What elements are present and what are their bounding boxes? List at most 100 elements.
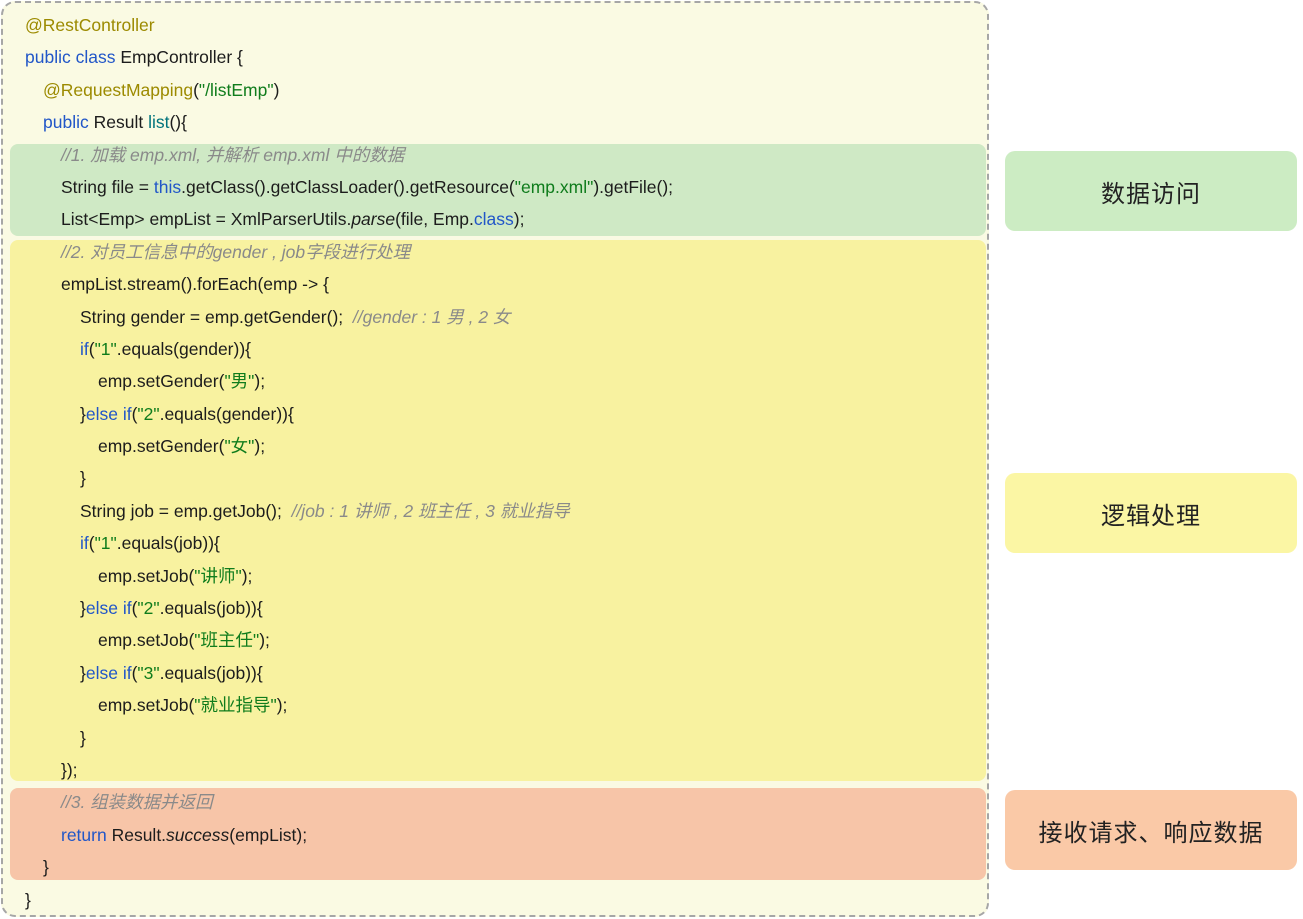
code-line: empList.stream().forEach(emp -> { bbox=[3, 268, 988, 300]
highlight-band-logic bbox=[10, 240, 986, 781]
code-token: "1" bbox=[94, 338, 117, 359]
code-token: else if bbox=[85, 598, 132, 619]
highlight-band-data-access bbox=[10, 144, 986, 236]
layer-label-logic-text: 逻辑处理 bbox=[1101, 502, 1201, 530]
code-token: String job = emp.getJob(); bbox=[80, 500, 292, 521]
code-token: String gender = emp.getGender(); bbox=[80, 306, 353, 327]
code-line: }); bbox=[3, 754, 988, 786]
code-lines: @RestController public class EmpControlle… bbox=[3, 9, 988, 916]
code-token: "2" bbox=[137, 403, 160, 424]
code-token: Result. bbox=[111, 824, 167, 845]
code-token: } bbox=[43, 857, 49, 878]
code-token: .equals(job)){ bbox=[159, 662, 263, 683]
code-line: public class EmpController { bbox=[3, 41, 988, 73]
code-line: }else if("3".equals(job)){ bbox=[3, 657, 988, 689]
code-token: "讲师" bbox=[194, 565, 242, 586]
code-token: "emp.xml" bbox=[514, 176, 594, 197]
code-token: return bbox=[61, 824, 112, 845]
code-token: //2. 对员工信息中的gender , job字段进行处理 bbox=[61, 241, 411, 262]
code-token: empList.stream().forEach(emp -> { bbox=[61, 274, 329, 295]
code-line: }else if("2".equals(gender)){ bbox=[3, 398, 988, 430]
code-line: @RestController bbox=[3, 9, 988, 41]
code-line: //3. 组装数据并返回 bbox=[3, 786, 988, 818]
code-token: public bbox=[43, 112, 94, 133]
code-line: String job = emp.getJob(); //job : 1 讲师 … bbox=[3, 495, 988, 527]
code-line: if("1".equals(job)){ bbox=[3, 527, 988, 559]
code-token: List<Emp> empList = XmlParserUtils. bbox=[61, 209, 352, 230]
code-token: @RequestMapping bbox=[43, 79, 194, 100]
code-token: (file, Emp. bbox=[395, 209, 474, 230]
code-line: } bbox=[3, 884, 988, 916]
code-token: } bbox=[80, 598, 86, 619]
code-token: .equals(job)){ bbox=[116, 533, 220, 554]
code-line: } bbox=[3, 722, 988, 754]
code-line: } bbox=[3, 462, 988, 494]
code-token: ); bbox=[254, 371, 266, 392]
code-line: emp.setJob("班主任"); bbox=[3, 624, 988, 656]
code-token: emp.setGender( bbox=[98, 371, 225, 392]
code-token: (){ bbox=[169, 112, 187, 133]
code-token: //gender : 1 男 , 2 女 bbox=[352, 306, 511, 327]
highlight-band-request-response bbox=[10, 788, 986, 880]
code-token: class bbox=[473, 209, 514, 230]
code-token: ); bbox=[241, 565, 253, 586]
code-token: //1. 加载 emp.xml, 并解析 emp.xml 中的数据 bbox=[61, 144, 405, 165]
code-line: emp.setJob("讲师"); bbox=[3, 560, 988, 592]
code-token: ); bbox=[259, 630, 270, 651]
code-token: emp.setJob( bbox=[98, 695, 195, 716]
code-token: Result bbox=[93, 112, 149, 133]
code-token: emp.setGender( bbox=[98, 436, 225, 457]
code-token: ( bbox=[131, 403, 138, 424]
code-token: ( bbox=[88, 338, 95, 359]
code-token: //job : 1 讲师 , 2 班主任 , 3 就业指导 bbox=[291, 500, 570, 521]
code-token: ) bbox=[273, 79, 280, 100]
layer-label-data-access-text: 数据访问 bbox=[1101, 180, 1201, 208]
code-line: if("1".equals(gender)){ bbox=[3, 333, 988, 365]
code-token: if bbox=[80, 533, 89, 554]
code-token: }); bbox=[61, 759, 78, 780]
code-token: ( bbox=[131, 598, 138, 619]
code-line: @RequestMapping("/listEmp") bbox=[3, 74, 988, 106]
code-token: "就业指导" bbox=[194, 695, 277, 716]
code-token: "/listEmp" bbox=[198, 79, 274, 100]
code-line: //2. 对员工信息中的gender , job字段进行处理 bbox=[3, 236, 988, 268]
code-token: } bbox=[80, 468, 86, 489]
code-token: emp.setJob( bbox=[98, 630, 195, 651]
code-token: public class bbox=[25, 47, 121, 68]
code-token: .equals(gender)){ bbox=[116, 338, 251, 359]
code-token: if bbox=[80, 338, 89, 359]
code-line: public Result list(){ bbox=[3, 106, 988, 138]
code-token: parse bbox=[351, 209, 396, 230]
code-token: ); bbox=[254, 436, 266, 457]
code-token: "3" bbox=[137, 662, 160, 683]
code-token: (empList); bbox=[229, 824, 308, 845]
code-token: else if bbox=[85, 662, 132, 683]
code-token: } bbox=[80, 727, 86, 748]
code-token: "2" bbox=[137, 598, 160, 619]
code-token: String file = bbox=[61, 176, 154, 197]
code-panel: @RestController public class EmpControlle… bbox=[1, 1, 989, 917]
layer-label-logic: 逻辑处理 bbox=[1005, 473, 1297, 553]
code-token: } bbox=[80, 403, 86, 424]
code-token: } bbox=[80, 662, 86, 683]
code-line: emp.setJob("就业指导"); bbox=[3, 689, 988, 721]
code-line: }else if("2".equals(job)){ bbox=[3, 592, 988, 624]
code-token: @RestController bbox=[25, 15, 155, 35]
code-token: emp.setJob( bbox=[98, 565, 195, 586]
code-token: .equals(job)){ bbox=[159, 598, 263, 619]
code-token: .getClass().getClassLoader().getResource… bbox=[181, 176, 515, 197]
code-token: ).getFile(); bbox=[593, 176, 674, 197]
code-token: else if bbox=[85, 403, 132, 424]
code-token: ); bbox=[276, 695, 288, 716]
layer-label-request-response-text: 接收请求、响应数据 bbox=[1038, 819, 1264, 847]
code-token: "女" bbox=[224, 436, 255, 457]
code-token: "男" bbox=[224, 371, 255, 392]
code-token: success bbox=[166, 824, 230, 845]
code-token: //3. 组装数据并返回 bbox=[61, 792, 213, 813]
code-line: String file = this.getClass().getClassLo… bbox=[3, 171, 988, 203]
code-token: ); bbox=[513, 209, 525, 230]
code-line: //1. 加载 emp.xml, 并解析 emp.xml 中的数据 bbox=[3, 139, 988, 171]
code-token: EmpController { bbox=[120, 47, 243, 68]
layer-label-request-response: 接收请求、响应数据 bbox=[1005, 790, 1297, 870]
